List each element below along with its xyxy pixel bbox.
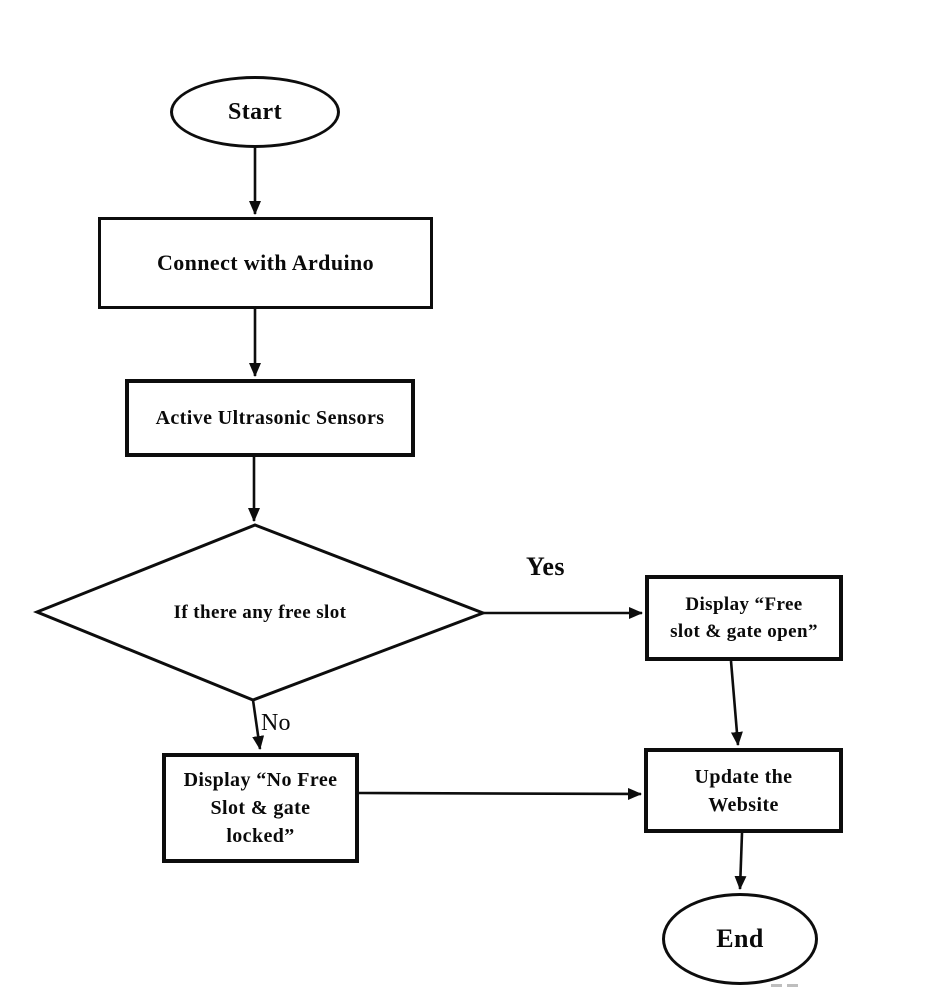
node-display-free-line1: Display “Free — [685, 594, 803, 615]
node-start-label: Start — [228, 98, 282, 125]
node-sensors-label: Active Ultrasonic Sensors — [155, 406, 385, 429]
node-start: Start — [170, 76, 340, 148]
node-display-no-free-slot: Display “No Free Slot & gate locked” — [162, 753, 359, 863]
node-update-label: Update the Website — [695, 763, 793, 819]
node-display-nofree-line2: Slot & gate — [210, 797, 311, 819]
node-end-label: End — [716, 924, 764, 953]
node-display-nofree-line1: Display “No Free — [183, 769, 338, 791]
edge-label-no: No — [261, 710, 291, 736]
node-end: End — [662, 893, 818, 985]
node-display-free-label: Display “Free slot & gate open” — [670, 591, 818, 645]
edge-displaynofree-to-update — [358, 787, 642, 800]
node-display-free-line2: slot & gate open” — [670, 621, 818, 642]
node-display-nofree-line3: locked” — [226, 825, 295, 847]
node-display-nofree-label: Display “No Free Slot & gate locked” — [184, 766, 338, 850]
page-number-artifact — [771, 984, 801, 988]
edge-label-yes: Yes — [526, 552, 566, 581]
edge-decision-no — [251, 699, 265, 750]
edge-update-to-end — [734, 832, 747, 890]
node-update-line1: Update the — [694, 765, 793, 788]
node-ultrasonic-sensors: Active Ultrasonic Sensors — [125, 379, 415, 457]
decision-diamond-shape — [32, 523, 488, 702]
node-update-line2: Website — [708, 793, 779, 816]
node-update-website: Update the Website — [644, 748, 843, 833]
node-display-free-slot: Display “Free slot & gate open” — [645, 575, 843, 661]
node-connect-arduino: Connect with Arduino — [98, 217, 433, 309]
node-connect-label: Connect with Arduino — [156, 250, 375, 275]
edge-displayfree-to-update — [729, 660, 743, 746]
